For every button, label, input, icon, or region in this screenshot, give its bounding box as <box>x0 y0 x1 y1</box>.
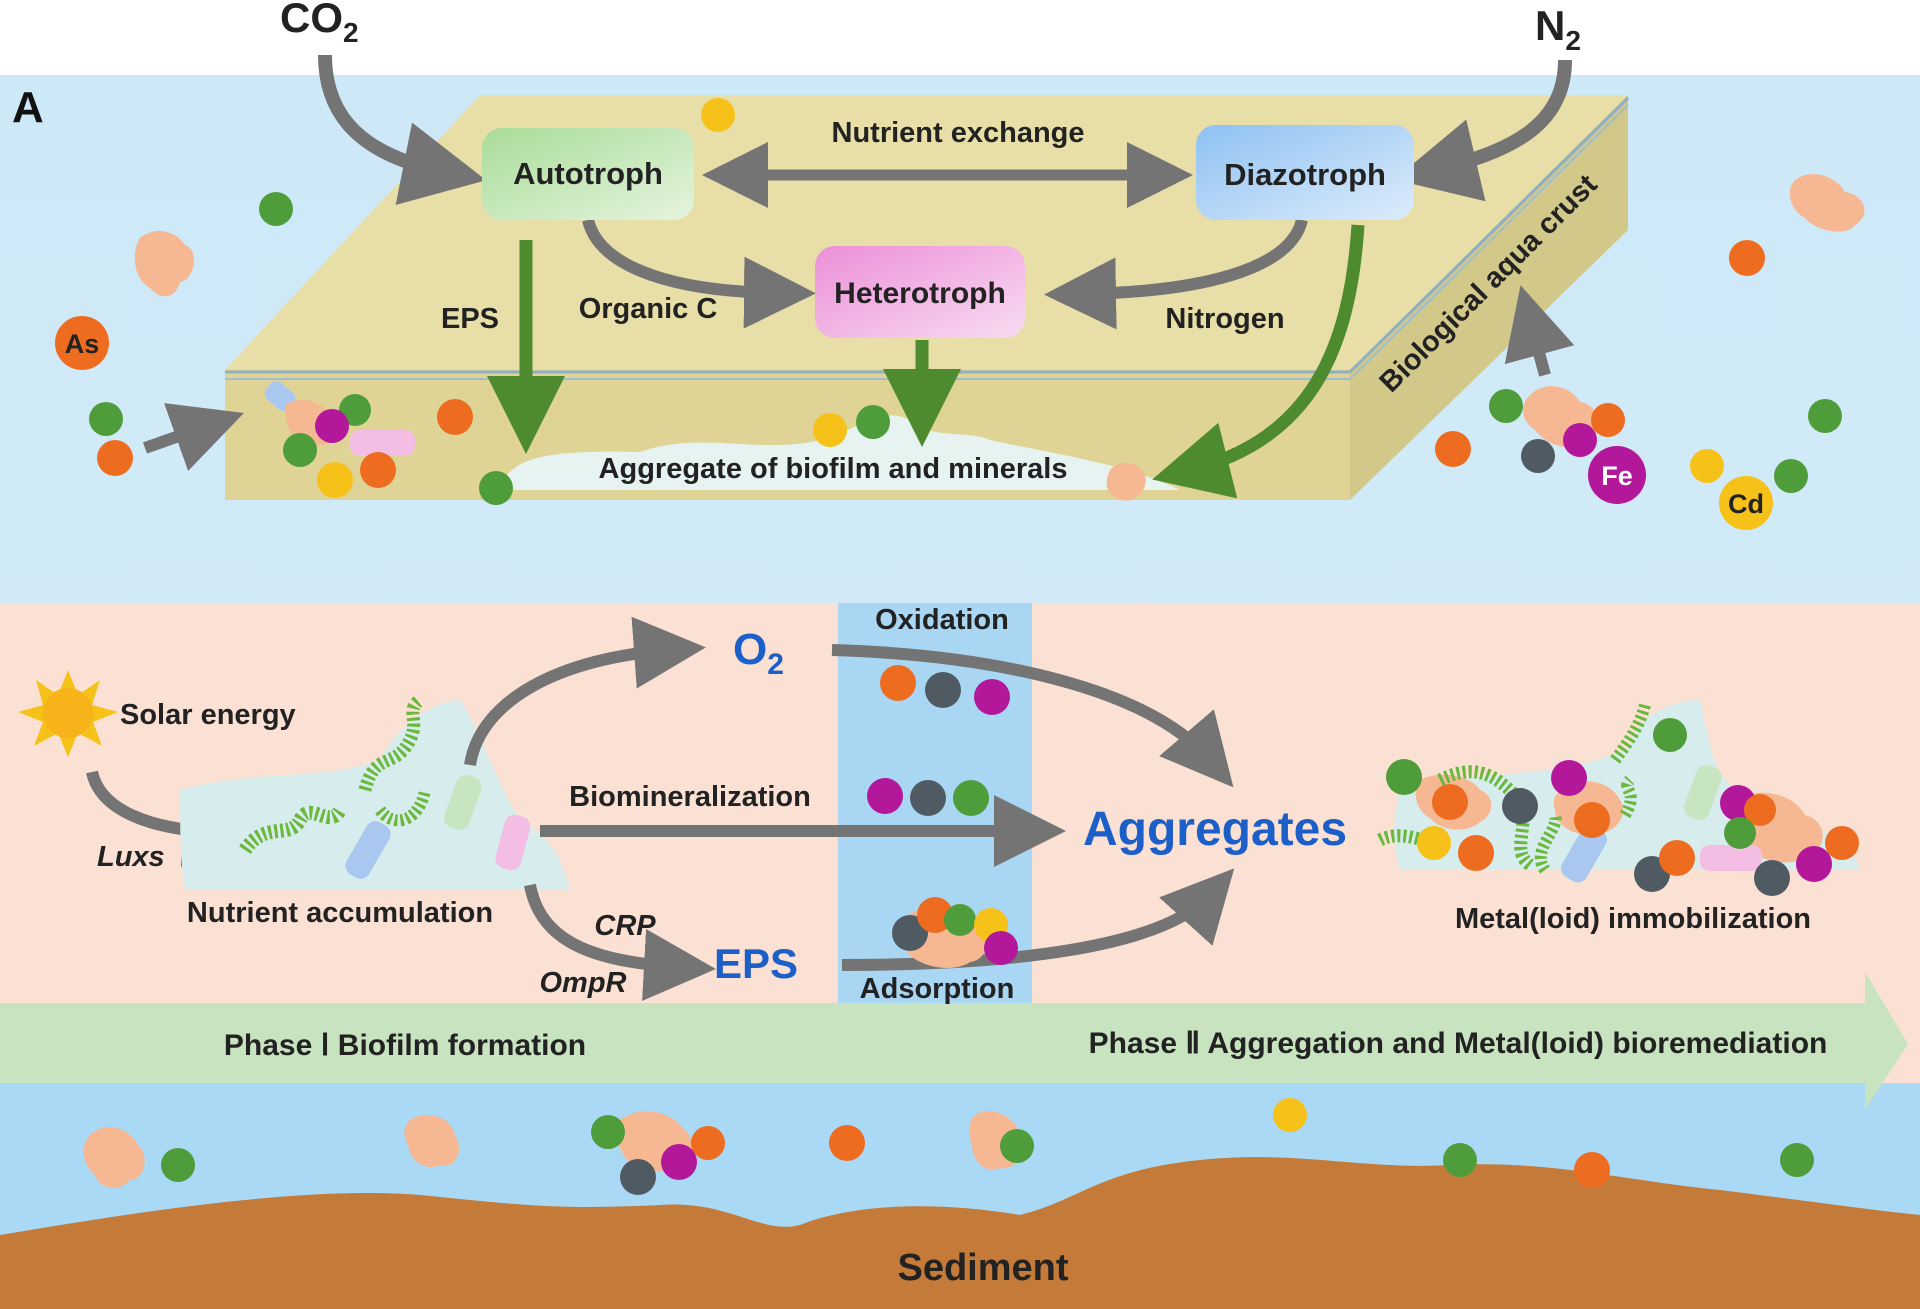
aggregate-label: Aggregate of biofilm and minerals <box>599 453 1068 485</box>
sun-icon <box>18 670 118 757</box>
as-ion: As <box>55 316 109 370</box>
panel-label: A <box>12 83 44 132</box>
organic-c-arrow <box>582 218 816 329</box>
adsorption-arrow <box>841 868 1235 971</box>
oxidation-ions <box>880 665 1010 715</box>
svg-text:Cd: Cd <box>1728 489 1764 519</box>
heterotroph-box: Heterotroph <box>815 246 1025 338</box>
aggregates-cluster <box>1377 700 1860 896</box>
svg-text:Diazotroph: Diazotroph <box>1224 157 1386 192</box>
nitrogen-arrow <box>1044 218 1308 330</box>
cd-ion: Cd <box>1719 476 1773 530</box>
o2-label: O2 <box>733 625 784 681</box>
inflow-arrow-left <box>142 403 244 471</box>
oxidation-arrow <box>831 644 1234 788</box>
diazotroph-down-arrow <box>1152 224 1365 499</box>
eps-label-top: EPS <box>441 303 499 335</box>
nutrient-exchange-label: Nutrient exchange <box>832 117 1085 149</box>
organic-c-label: Organic C <box>579 293 718 325</box>
eps-label: EPS <box>714 940 798 987</box>
sediment-label: Sediment <box>897 1247 1068 1289</box>
adsorption-cluster <box>892 897 1018 969</box>
co2-label: CO2 <box>280 0 359 48</box>
crust-side-face <box>1350 95 1628 500</box>
phase2-label: Phase Ⅱ Aggregation and Metal(loid) bior… <box>1089 1027 1828 1060</box>
solar-energy-label: Solar energy <box>120 699 296 731</box>
autotroph-box: Autotroph <box>482 128 694 220</box>
biomineralization-ions <box>867 778 989 816</box>
water-metals-top <box>89 98 1865 493</box>
sediment-layer <box>0 1157 1920 1309</box>
crp-label: CRP <box>594 910 656 942</box>
n2-label: N2 <box>1535 2 1581 56</box>
phase1-label: Phase Ⅰ Biofilm formation <box>224 1029 586 1062</box>
svg-text:Autotroph: Autotroph <box>513 156 663 191</box>
crust-left-cluster <box>264 381 1146 505</box>
n2-arrow <box>1394 59 1572 202</box>
nitrogen-label: Nitrogen <box>1165 303 1284 335</box>
immobilization-label: Metal(loid) immobilization <box>1455 903 1811 935</box>
eps-formation-arrow <box>524 883 716 1001</box>
fe-ion: Fe <box>1588 446 1646 504</box>
water-metals-bottom <box>83 1098 1814 1195</box>
aggregate-blob <box>505 415 1180 490</box>
co2-arrow <box>318 54 487 205</box>
svg-text:Fe: Fe <box>1601 461 1633 491</box>
luxs-label: Luxs <box>97 841 165 873</box>
o2-arrow <box>464 616 706 767</box>
fe-uptake-arrow <box>1504 285 1575 377</box>
ompr-label: OmpR <box>540 967 627 999</box>
svg-text:Heterotroph: Heterotroph <box>834 277 1006 310</box>
phase-arrow-band <box>0 972 1908 1110</box>
adsorption-label: Adsorption <box>860 973 1015 1005</box>
aggregates-label: Aggregates <box>1083 803 1347 856</box>
nutrient-accumulation-label: Nutrient accumulation <box>187 897 493 929</box>
diazotroph-box: Diazotroph <box>1196 125 1414 220</box>
svg-text:As: As <box>65 329 100 359</box>
oxidation-label: Oxidation <box>875 604 1009 636</box>
biomineralization-label: Biomineralization <box>569 781 811 813</box>
